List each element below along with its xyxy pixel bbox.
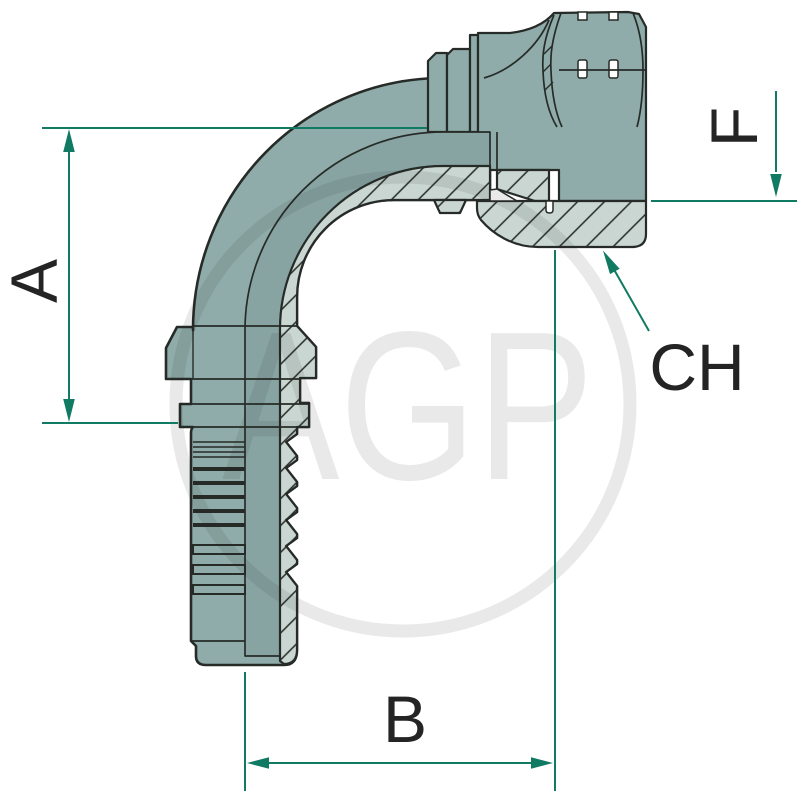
ring-1 bbox=[426, 51, 449, 134]
dimension-a: A bbox=[0, 127, 427, 424]
nut-top-notch-1 bbox=[577, 11, 588, 21]
nut-slot-mark-2 bbox=[608, 59, 619, 79]
watermark-text: AGP bbox=[222, 287, 594, 524]
ring-2 bbox=[445, 47, 472, 134]
arrow-down-icon bbox=[63, 399, 75, 422]
ring-3 bbox=[468, 33, 480, 134]
dimension-b-label: B bbox=[383, 682, 427, 756]
watermark: AGP bbox=[169, 170, 637, 638]
nut-slot-mark-1 bbox=[577, 59, 588, 79]
arrow-up-icon bbox=[63, 129, 75, 152]
arrow-right-icon bbox=[531, 757, 553, 769]
hose-barb-ridges bbox=[192, 441, 246, 595]
dimension-ch: CH bbox=[603, 250, 745, 404]
thread-relief-slot bbox=[545, 200, 554, 214]
section-nut-flange bbox=[475, 199, 648, 249]
dimension-ch-label: CH bbox=[649, 330, 744, 404]
seal-gap bbox=[489, 188, 520, 202]
fitting-body bbox=[164, 10, 648, 667]
arrow-left-icon bbox=[247, 757, 269, 769]
dimension-a-label: A bbox=[0, 259, 71, 303]
dimension-f-label: F bbox=[697, 107, 771, 147]
arrow-down-icon bbox=[770, 174, 782, 197]
arrow-upleft-icon bbox=[603, 250, 620, 275]
detail-lines bbox=[166, 12, 646, 642]
section-hatch-band bbox=[278, 164, 492, 666]
nut-top-notch-2 bbox=[608, 11, 619, 21]
dimension-b: B bbox=[244, 250, 556, 791]
section-step bbox=[432, 198, 468, 215]
dimension-f: F bbox=[651, 91, 797, 202]
watermark-circle bbox=[169, 170, 637, 638]
